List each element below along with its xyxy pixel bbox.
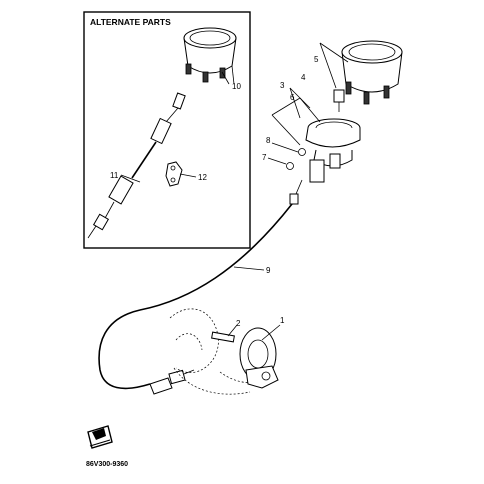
alternate-parts-title: ALTERNATE PARTS: [90, 17, 171, 27]
leader-lines: [120, 42, 349, 341]
callout-9: 9: [266, 266, 271, 275]
part-1-2-gear-unit: [169, 308, 279, 395]
callout-11: 11: [110, 171, 119, 180]
callout-12: 12: [198, 173, 207, 182]
callout-3: 3: [280, 81, 285, 90]
callout-4: 4: [301, 73, 306, 82]
callout-8: 8: [266, 136, 271, 145]
part-9-meter-cable: [98, 203, 293, 395]
callout-10: 10: [232, 82, 241, 91]
drawing-code: 86V300-9360: [86, 461, 128, 468]
callout-6: 6: [290, 93, 295, 102]
part-11-alternate-cable: [87, 92, 186, 239]
callout-2: 2: [236, 319, 241, 328]
callout-1: 1: [280, 316, 285, 325]
part-10-alternate-meter: [183, 27, 237, 85]
callout-7: 7: [262, 153, 267, 162]
main-meter-assembly: [286, 40, 403, 205]
part-12-bracket: [165, 161, 183, 187]
alternate-parts-box: ALTERNATE PARTS: [83, 11, 251, 249]
logo-stamp-icon: [87, 425, 113, 449]
callouts: 10 11 12 5 4 3 6 8 7 9 2 1: [110, 55, 319, 328]
callout-5: 5: [314, 55, 319, 64]
